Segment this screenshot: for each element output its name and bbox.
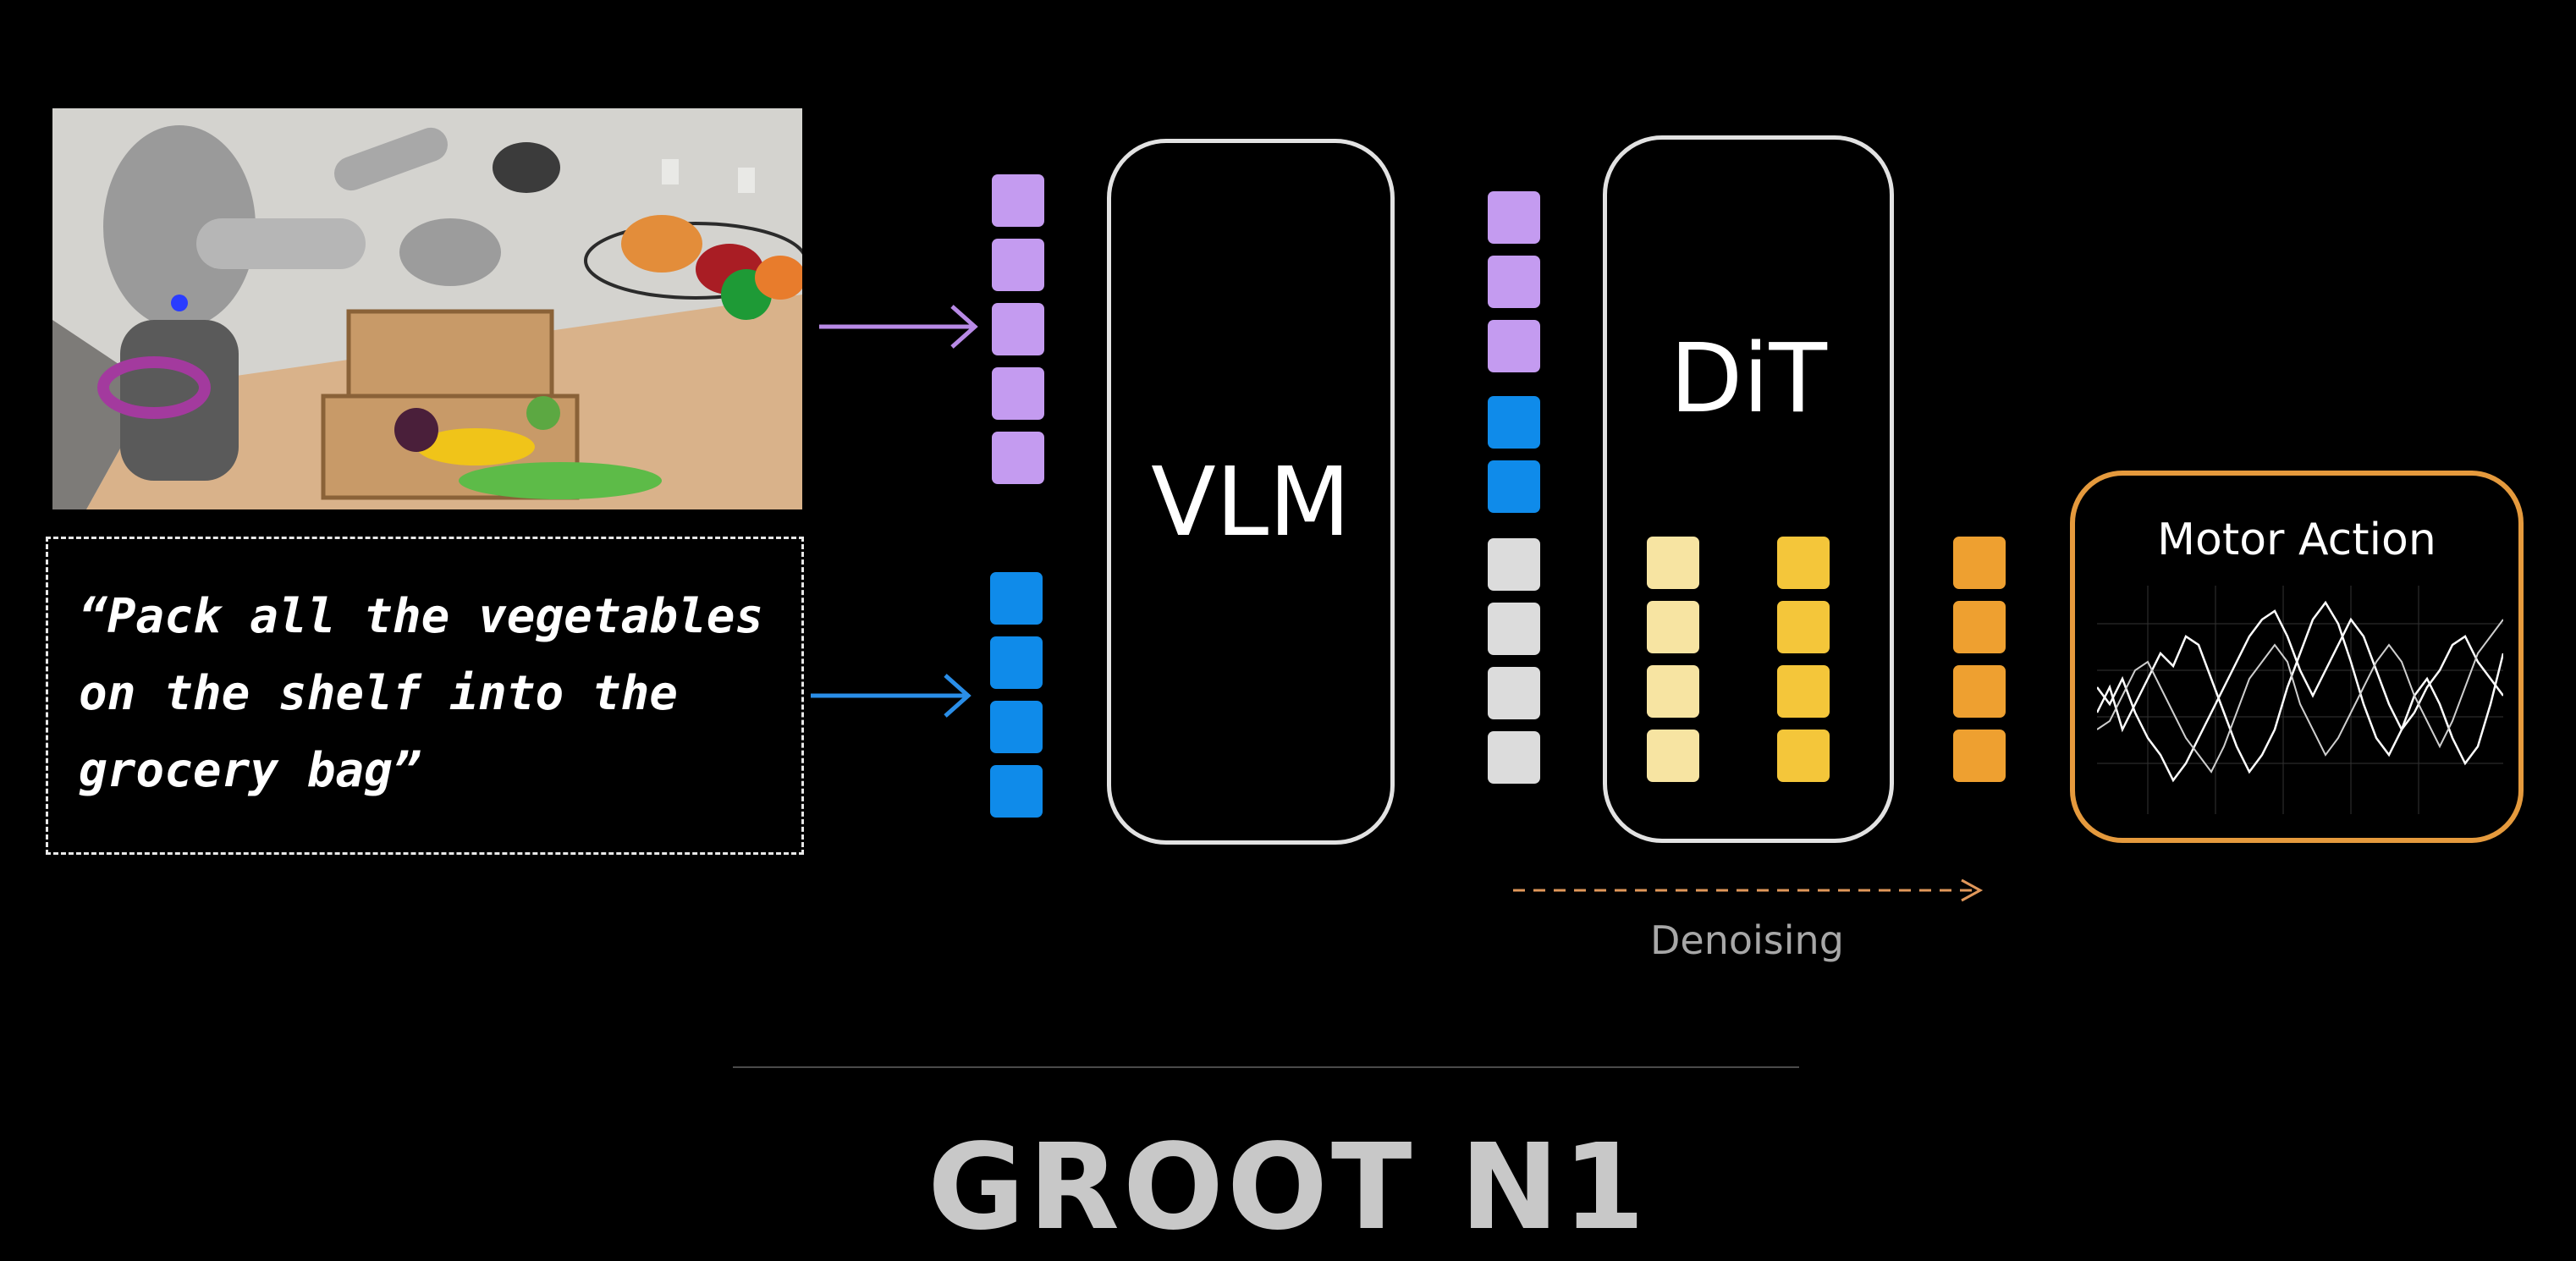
dit-block: DiT — [1603, 135, 1894, 843]
action-token — [1953, 665, 2006, 718]
instruction-line-2: on the shelf into the — [79, 666, 679, 721]
instruction-prompt-box: “Pack all the vegetables on the shelf in… — [46, 537, 804, 855]
action-token — [1953, 537, 2006, 589]
denoising-label: Denoising — [1650, 917, 1844, 963]
state-token — [1488, 538, 1540, 591]
image-token — [992, 432, 1044, 484]
image-token — [992, 303, 1044, 355]
noisy-action-token — [1647, 665, 1699, 718]
instruction-text: “Pack all the vegetables on the shelf in… — [79, 578, 763, 809]
vlm-output-image-token — [1488, 191, 1540, 244]
dit-label: DiT — [1670, 324, 1827, 434]
image-token — [992, 367, 1044, 420]
state-token — [1488, 667, 1540, 719]
divider — [733, 1066, 1799, 1068]
action-token — [1953, 601, 2006, 653]
text-token — [990, 701, 1043, 753]
motor-action-label: Motor Action — [2157, 515, 2436, 565]
motor-signal-line — [2097, 619, 2503, 774]
motor-action-box: Motor Action — [2070, 471, 2524, 843]
noisy-action-token — [1647, 601, 1699, 653]
image-arrow — [819, 305, 978, 349]
vlm-block: VLM — [1107, 139, 1395, 845]
vlm-output-text-token — [1488, 396, 1540, 449]
denoised-action-token — [1777, 537, 1830, 589]
text-arrow — [811, 674, 972, 718]
action-token — [1953, 730, 2006, 782]
motor-signal-line — [2097, 609, 2503, 783]
text-token — [990, 765, 1043, 818]
robot-scene-image — [52, 108, 802, 509]
page-title: GROOT N1 — [927, 1119, 1649, 1257]
text-token — [990, 636, 1043, 689]
vlm-output-image-token — [1488, 320, 1540, 372]
text-token — [990, 572, 1043, 625]
noisy-action-token — [1647, 537, 1699, 589]
instruction-line-3: grocery bag” — [79, 743, 421, 798]
denoised-action-token — [1777, 730, 1830, 782]
motor-signal-line — [2097, 600, 2503, 774]
denoising-arrow — [1513, 878, 1984, 902]
denoised-action-token — [1777, 601, 1830, 653]
vlm-label: VLM — [1151, 448, 1351, 558]
image-token — [992, 174, 1044, 227]
state-token — [1488, 603, 1540, 655]
state-token — [1488, 731, 1540, 784]
denoised-action-token — [1777, 665, 1830, 718]
noisy-action-token — [1647, 730, 1699, 782]
instruction-line-1: “Pack all the vegetables — [79, 589, 764, 644]
image-token — [992, 239, 1044, 291]
motor-signal-plot — [2097, 586, 2503, 814]
vlm-output-text-token — [1488, 460, 1540, 513]
vlm-output-image-token — [1488, 256, 1540, 308]
